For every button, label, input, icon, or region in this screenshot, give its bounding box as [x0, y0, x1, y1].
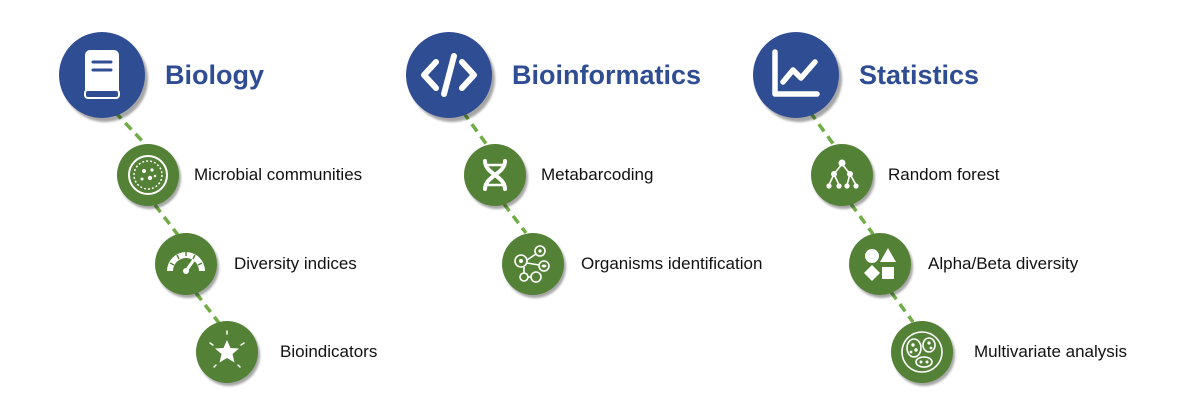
- biology-header-circle: [59, 32, 145, 118]
- connector-biology-3: [194, 291, 221, 325]
- organisms-icon: [514, 245, 550, 283]
- multivariate-analysis-label: Multivariate analysis: [974, 342, 1128, 361]
- microbial-communities-label: Microbial communities: [194, 165, 363, 184]
- metabarcoding-circle: [464, 144, 526, 206]
- statistics-header-circle: [753, 32, 839, 118]
- book-icon: [84, 50, 120, 99]
- alpha-beta-diversity-circle: [849, 233, 911, 295]
- bioindicators-circle: [196, 321, 258, 383]
- bioindicators-label: Bioindicators: [280, 342, 378, 361]
- random-forest-label: Random forest: [888, 165, 1000, 184]
- connector-statistics-1: [808, 110, 836, 147]
- connector-biology-1: [113, 110, 148, 147]
- shapes-icon: [864, 248, 896, 281]
- alpha-beta-diversity-label: Alpha/Beta diversity: [928, 254, 1079, 273]
- organisms-identification-label: Organisms identification: [581, 254, 763, 273]
- bioinformatics-title: Bioinformatics: [512, 60, 702, 90]
- petri-dish-icon: [128, 155, 168, 195]
- diversity-indices-label: Diversity indices: [234, 254, 357, 273]
- connector-biology-2: [153, 203, 180, 237]
- clusters-icon: [901, 331, 943, 373]
- microbial-communities-circle: [117, 144, 179, 206]
- organisms-identification-circle: [502, 233, 564, 295]
- connector-bioinformatics-2: [502, 202, 528, 235]
- multivariate-analysis-circle: [891, 321, 953, 383]
- dna-icon: [483, 159, 507, 191]
- line-chart-icon: [772, 49, 820, 97]
- bioinformatics-header-circle: [406, 32, 492, 118]
- gauge-icon: [167, 252, 205, 274]
- code-icon: [421, 53, 477, 97]
- decision-tree-icon: [826, 159, 859, 189]
- random-forest-circle: [811, 144, 873, 206]
- statistics-title: Statistics: [859, 60, 980, 90]
- diversity-indices-circle: [155, 233, 217, 295]
- metabarcoding-label: Metabarcoding: [541, 165, 654, 184]
- biology-title: Biology: [165, 60, 264, 90]
- connector-bioinformatics-1: [461, 110, 489, 147]
- connector-statistics-2: [849, 202, 875, 236]
- star-icon: [209, 330, 245, 368]
- connector-statistics-3: [889, 290, 915, 324]
